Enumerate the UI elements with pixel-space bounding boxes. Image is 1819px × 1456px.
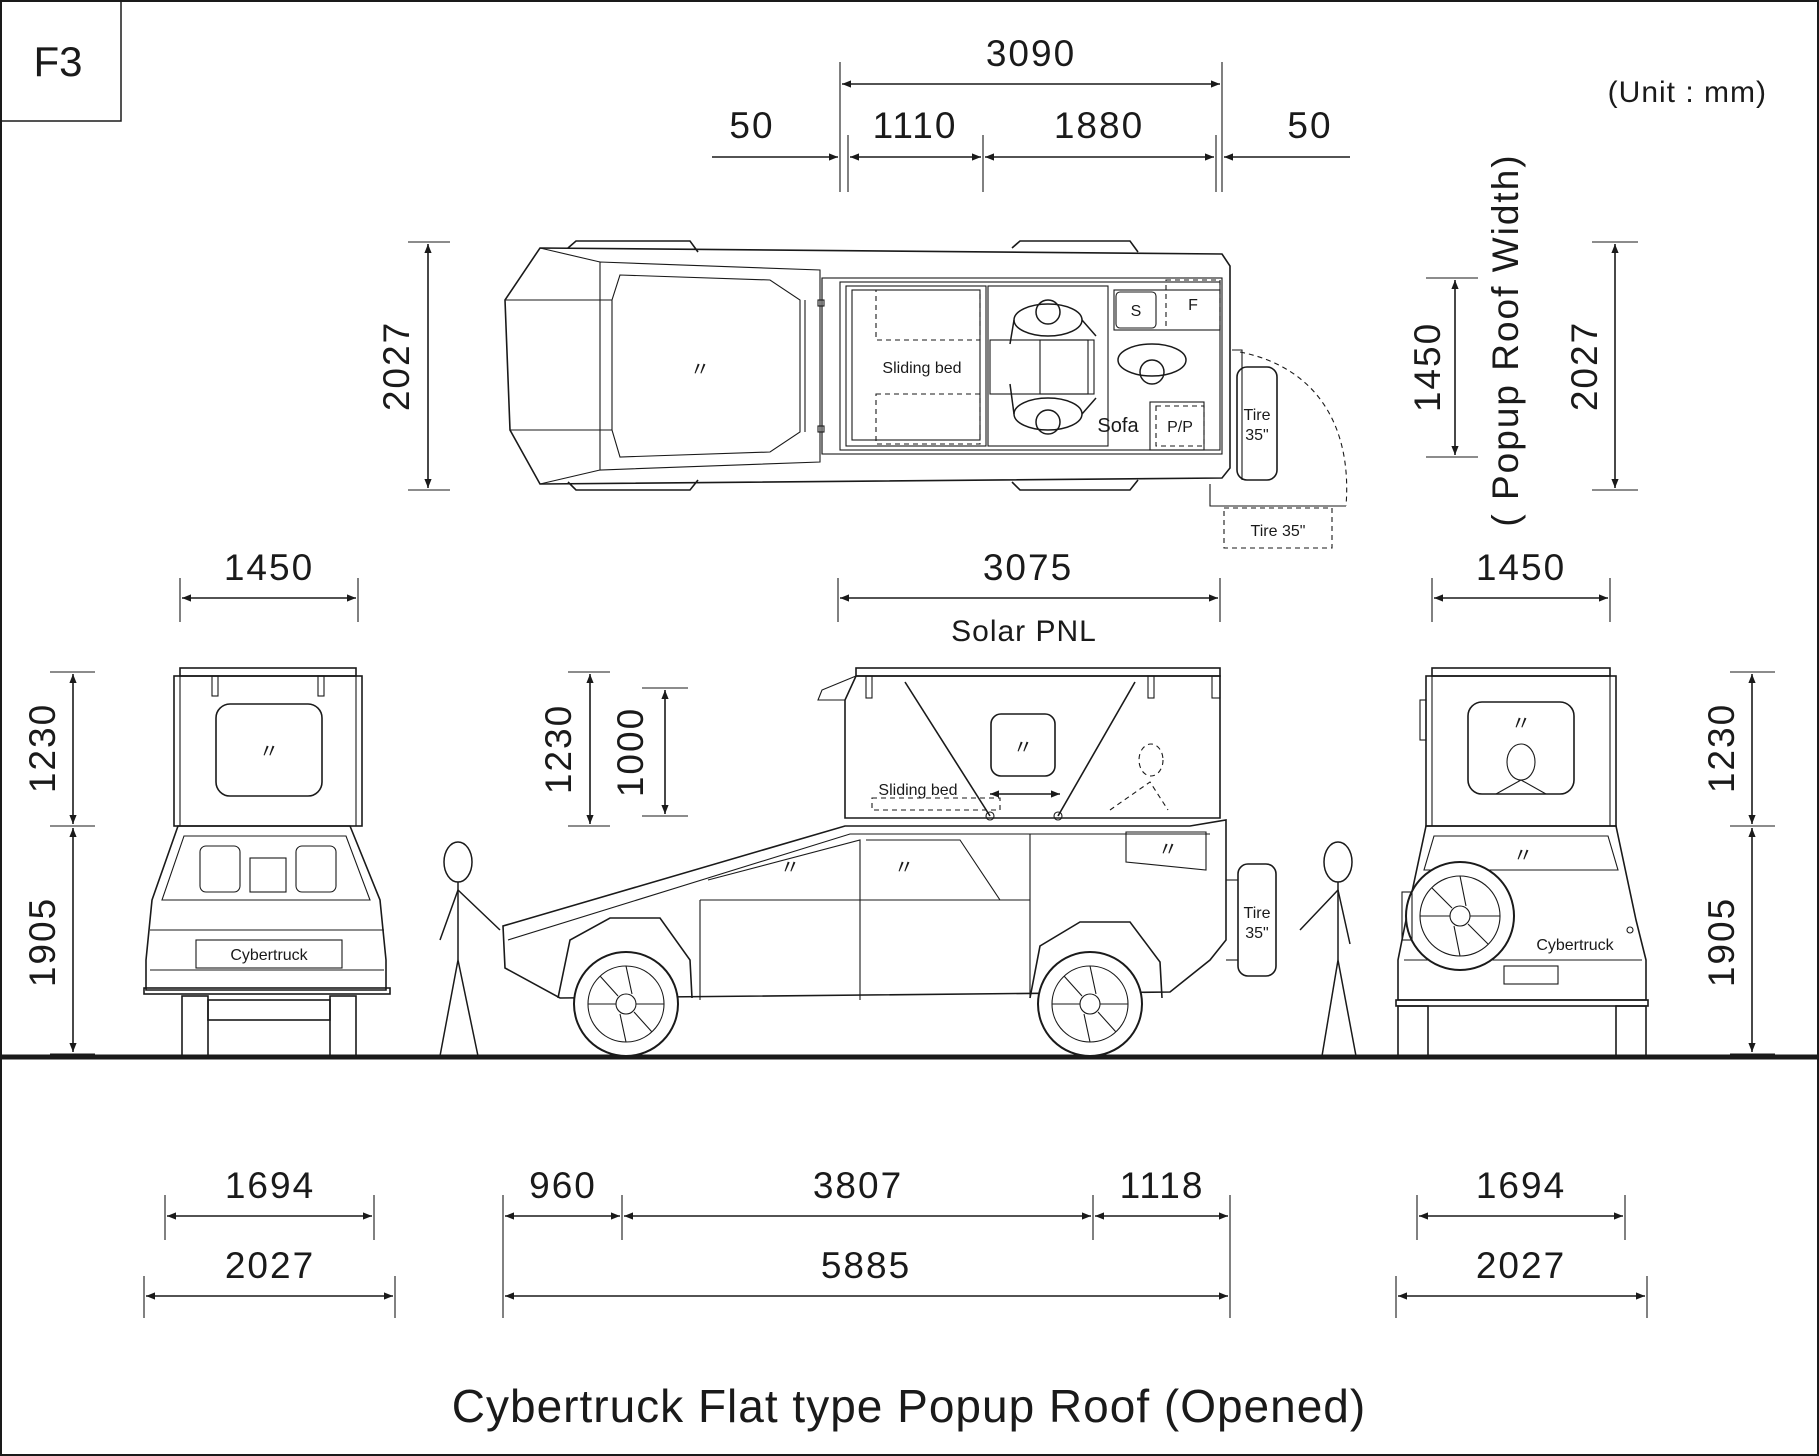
rear-view-truck: 〃 〃 Cybertruck xyxy=(1395,667,1649,1057)
rear-brand-label: Cybertruck xyxy=(1536,937,1614,954)
side-roof-glass-mark: 〃 xyxy=(1013,737,1033,759)
top-sofa-label: Sofa xyxy=(1097,415,1139,437)
front-wheel xyxy=(573,951,679,1057)
rear-roof-glass-mark: 〃 xyxy=(1511,713,1531,735)
drawing-id: F3 xyxy=(33,38,82,85)
popup-roof-width: 1450 xyxy=(1407,322,1448,412)
top-pp-label: P/P xyxy=(1167,419,1193,436)
top-width-left: 2027 xyxy=(376,321,417,411)
rear-glass-mark: 〃 xyxy=(1513,845,1533,867)
roof-height-side: 1230 xyxy=(538,704,579,794)
drawing-title: Cybertruck Flat type Popup Roof (Opened) xyxy=(452,1380,1366,1432)
unit-note: (Unit : mm) xyxy=(1608,76,1767,109)
top-view-truck: 〃 Sliding bed S F Sofa P/ xyxy=(504,240,1348,549)
rear-roof-width: 1450 xyxy=(1476,547,1566,588)
top-tire-line2: 35" xyxy=(1245,427,1268,444)
side-window-mark-1: 〃 xyxy=(780,857,800,879)
top-tire-line1: Tire xyxy=(1244,407,1271,424)
front-roof-glass-mark: 〃 xyxy=(259,741,279,763)
overall-length: 5885 xyxy=(821,1245,911,1286)
popup-roof-width-label: ( Popup Roof Width) xyxy=(1485,153,1526,526)
top-overall-length: 3090 xyxy=(986,33,1076,74)
front-view-truck: 〃 Cybertruck xyxy=(143,667,391,1057)
body-height-right: 1905 xyxy=(1701,897,1742,987)
middle-dimensions: 1450 3075 Solar PNL 1450 1230 1905 1230 … xyxy=(22,547,1775,1055)
spare-wheel xyxy=(1405,861,1515,971)
side-segment-front-overhang: 960 xyxy=(529,1165,597,1206)
bottom-dimensions: 1694 2027 960 3807 1118 5885 1694 2027 xyxy=(143,1165,1648,1318)
front-width: 2027 xyxy=(225,1245,315,1286)
top-sink-label: S xyxy=(1131,303,1142,320)
top-view-dimensions: 3090 50 1110 1880 50 2027 1450 ( Popup R… xyxy=(376,33,1638,527)
side-tire-line1: Tire xyxy=(1244,905,1271,922)
side-window-mark-3: 〃 xyxy=(1158,839,1178,861)
drawing-id-box: F3 xyxy=(0,0,122,122)
rear-wheel xyxy=(1037,951,1143,1057)
body-height-left: 1905 xyxy=(22,897,63,987)
top-sliding-bed-label: Sliding bed xyxy=(882,360,961,377)
solar-panel-length: 3075 xyxy=(983,547,1073,588)
front-brand-label: Cybertruck xyxy=(230,947,308,964)
top-segment-2: 1110 xyxy=(873,105,958,146)
roof-height-left: 1230 xyxy=(22,703,63,793)
interior-height: 1000 xyxy=(610,707,651,797)
solar-panel-label: Solar PNL xyxy=(951,615,1097,648)
top-tire-swing-label: Tire 35" xyxy=(1251,523,1306,540)
front-track: 1694 xyxy=(225,1165,315,1206)
side-window-mark-2: 〃 xyxy=(894,857,914,879)
top-segment-1: 50 xyxy=(729,105,774,146)
person-right xyxy=(1299,841,1357,1057)
side-sliding-bed-label: Sliding bed xyxy=(878,782,957,799)
top-fridge-label: F xyxy=(1188,297,1198,314)
side-tire-line2: 35" xyxy=(1245,925,1268,942)
person-left xyxy=(439,841,501,1057)
rear-width: 2027 xyxy=(1476,1245,1566,1286)
side-segment-rear-overhang: 1118 xyxy=(1120,1165,1205,1206)
side-segment-wheelbase: 3807 xyxy=(813,1165,903,1206)
front-roof-width: 1450 xyxy=(224,547,314,588)
top-segment-3: 1880 xyxy=(1054,105,1144,146)
roof-height-right: 1230 xyxy=(1701,703,1742,793)
rear-track: 1694 xyxy=(1476,1165,1566,1206)
top-width-right: 2027 xyxy=(1564,321,1605,411)
top-glass-mark: 〃 xyxy=(690,359,710,381)
side-view-truck: 〃 Sliding bed 〃 〃 〃 xyxy=(502,667,1277,1057)
top-segment-4: 50 xyxy=(1287,105,1332,146)
